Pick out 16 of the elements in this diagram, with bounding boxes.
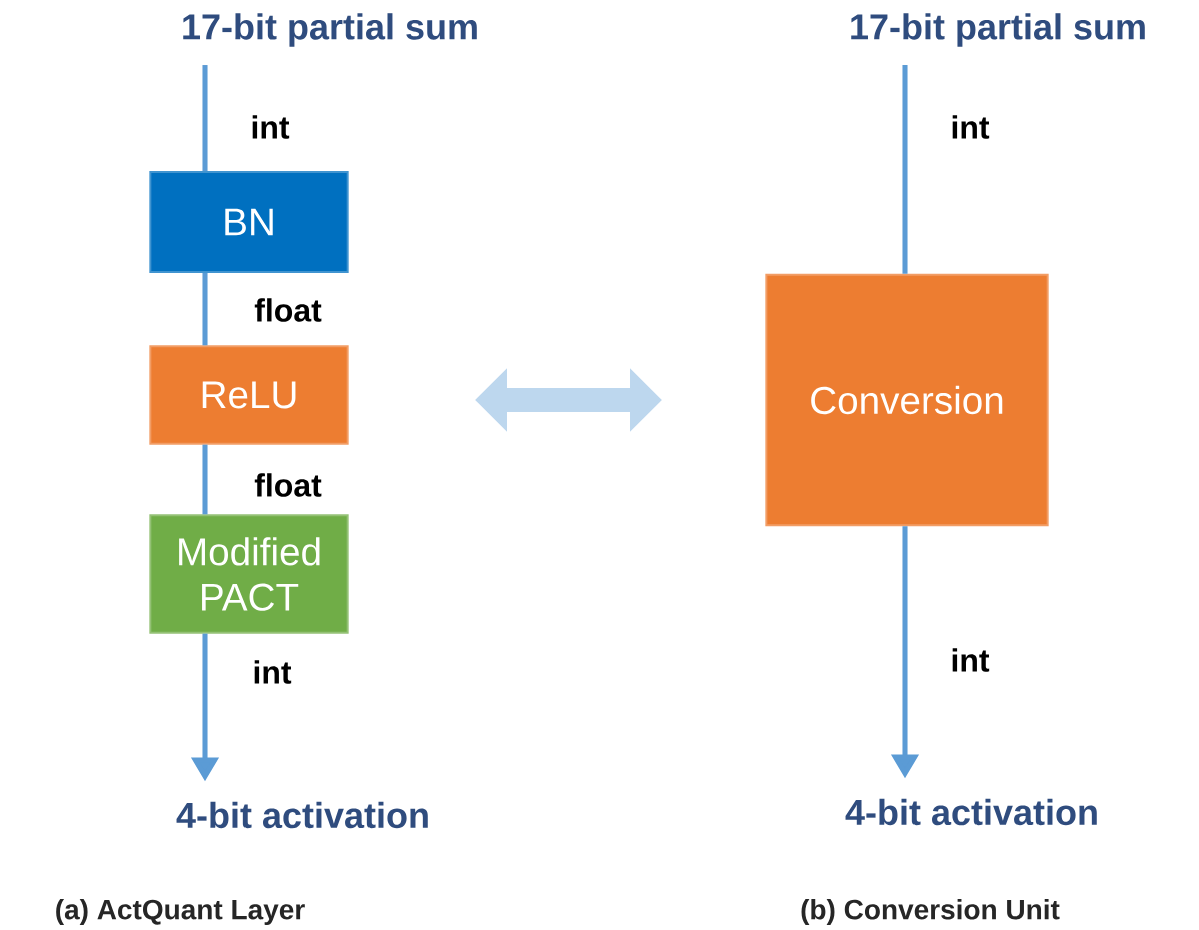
process-box: BN — [149, 171, 349, 273]
flow-label: 4-bit activation — [845, 798, 1097, 826]
flow-label: 17-bit partial sum — [183, 13, 477, 47]
edge-label: float — [254, 298, 322, 322]
process-box: ReLU — [149, 345, 349, 445]
edge-label: float — [254, 473, 322, 497]
edge-label: int — [952, 648, 990, 672]
process-box: Modified PACT — [149, 514, 349, 634]
flow-label: 4-bit activation — [176, 801, 428, 829]
edge-label: int — [254, 660, 292, 684]
caption: (a) ActQuant Layer — [56, 898, 305, 926]
edge-label: int — [252, 115, 290, 139]
flow-label: 17-bit partial sum — [851, 13, 1145, 47]
process-box: Conversion — [765, 273, 1049, 527]
edge-label: int — [952, 115, 990, 139]
caption: (b) Conversion Unit — [801, 898, 1060, 926]
